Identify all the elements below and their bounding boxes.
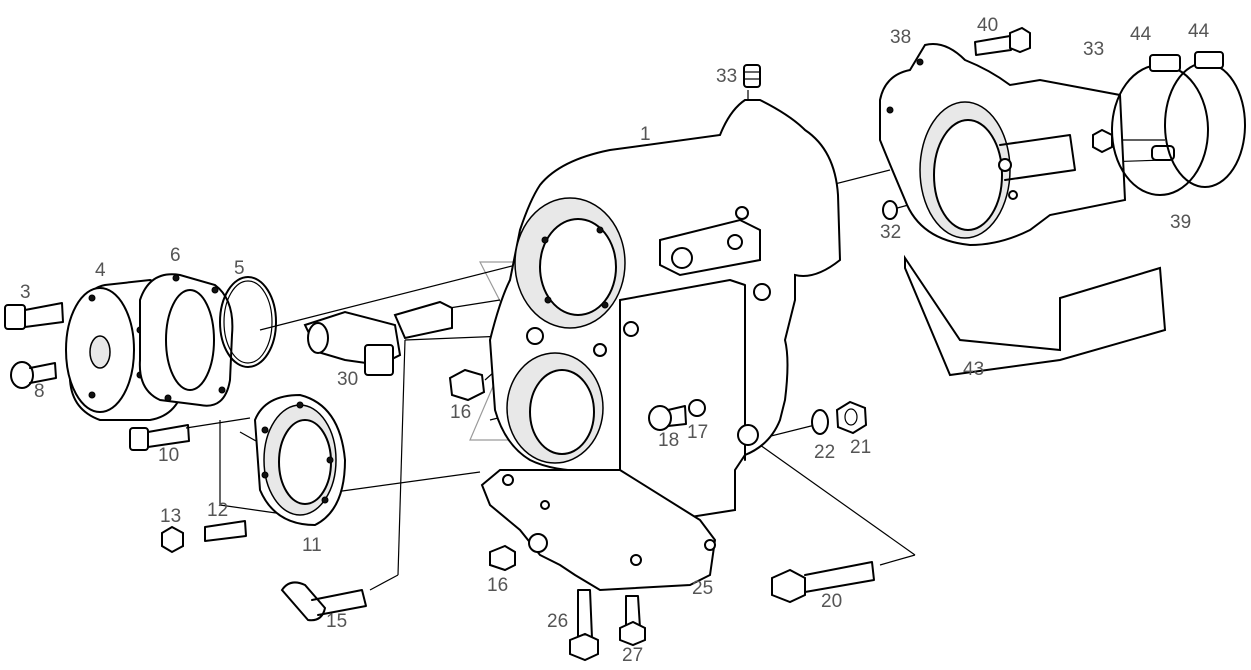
label-20: 20 (821, 591, 842, 612)
gasket-part-6 (138, 273, 234, 407)
label-26: 26 (547, 611, 568, 632)
screw-part-8 (10, 361, 57, 389)
washer-part-32 (882, 200, 898, 220)
label-21: 21 (850, 437, 871, 458)
label-39: 39 (1170, 212, 1191, 233)
o-ring-part-5 (219, 276, 277, 368)
label-33-right: 33 (1083, 39, 1104, 60)
bolt-part-26 (569, 589, 599, 662)
label-18: 18 (658, 430, 679, 451)
label-11: 11 (302, 535, 322, 556)
housing-part-1 (488, 99, 842, 527)
bolt-part-20 (771, 561, 875, 604)
label-17: 17 (687, 422, 708, 443)
flange-part-11 (253, 393, 347, 527)
nut-part-21 (835, 400, 868, 435)
label-44-right: 44 (1188, 21, 1210, 42)
washer-part-17 (688, 399, 706, 417)
label-16-upper: 16 (450, 402, 471, 423)
label-12: 12 (207, 500, 228, 521)
washer-part-22 (811, 409, 829, 435)
label-33-top: 33 (716, 66, 737, 87)
label-3: 3 (20, 282, 31, 303)
label-6: 6 (170, 245, 181, 266)
label-10: 10 (158, 445, 179, 466)
bolt-part-3 (4, 302, 64, 330)
clamp-part-44-right (1164, 51, 1246, 188)
label-44-left: 44 (1130, 24, 1152, 45)
clamp-part-44-left (1111, 54, 1209, 196)
nut-part-13 (161, 525, 184, 554)
valve-part-30 (303, 300, 453, 376)
label-4: 4 (95, 260, 106, 281)
label-43: 43 (963, 359, 984, 380)
plug-part-33-top (743, 64, 761, 88)
label-5: 5 (234, 258, 245, 279)
label-16-lower: 16 (487, 575, 508, 596)
bolt-part-27 (619, 595, 646, 647)
label-27: 27 (622, 645, 643, 666)
bell-housing-part-38 (879, 43, 1127, 247)
stud-part-12 (204, 520, 247, 542)
label-22: 22 (814, 442, 835, 463)
callout-labels: 1 3 4 5 6 8 10 11 12 13 15 16 16 17 18 2… (20, 15, 1210, 666)
plug-part-18 (648, 405, 687, 431)
label-40: 40 (977, 15, 998, 36)
base-plate-part-25 (480, 469, 717, 592)
fitting-part-15 (280, 581, 367, 622)
bolt-part-10 (129, 424, 190, 451)
nut-part-33-right (1092, 128, 1113, 154)
bolt-part-40 (974, 26, 1031, 56)
label-1: 1 (640, 124, 651, 145)
label-13: 13 (160, 506, 181, 527)
label-32: 32 (880, 222, 901, 243)
plug-part-16-lower (489, 544, 516, 572)
bracket-part-43 (904, 254, 1167, 377)
label-38: 38 (890, 27, 911, 48)
label-15: 15 (326, 611, 347, 632)
label-25: 25 (692, 578, 713, 599)
label-8: 8 (34, 381, 45, 402)
plug-part-16-upper (448, 368, 486, 402)
label-30: 30 (337, 369, 358, 390)
